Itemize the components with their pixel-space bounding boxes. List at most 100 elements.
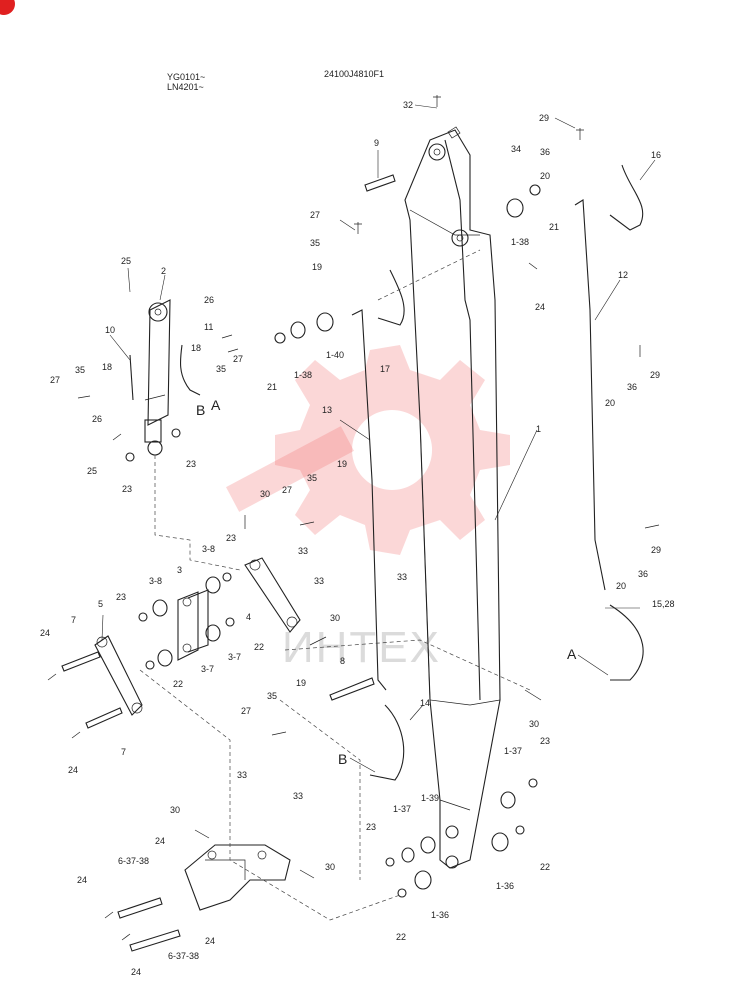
label-22b: 22 bbox=[173, 679, 183, 689]
label-7b: 7 bbox=[121, 747, 126, 757]
bushing-1-37 bbox=[500, 791, 516, 809]
label-27d: 27 bbox=[282, 485, 292, 495]
label-23e: 23 bbox=[540, 736, 550, 746]
label-30e: 30 bbox=[325, 862, 335, 872]
link-4 bbox=[244, 557, 301, 633]
label-16: 16 bbox=[651, 150, 661, 160]
label-30d: 30 bbox=[170, 805, 180, 815]
washer-22d bbox=[397, 888, 407, 898]
watermark-gear-logo bbox=[226, 345, 510, 555]
label-23c: 23 bbox=[226, 533, 236, 543]
pipe-12 bbox=[574, 199, 606, 591]
label-24f: 24 bbox=[205, 936, 215, 946]
washer-23 bbox=[171, 428, 181, 438]
label-A-upper: A bbox=[211, 397, 221, 413]
hose-11 bbox=[179, 344, 201, 396]
label-30: 30 bbox=[260, 489, 270, 499]
label-1-39: 1-39 bbox=[421, 793, 439, 803]
label-22: 22 bbox=[254, 642, 264, 652]
label-30c: 30 bbox=[529, 719, 539, 729]
label-34: 34 bbox=[511, 144, 521, 154]
label-36c: 36 bbox=[638, 569, 648, 579]
label-19b: 19 bbox=[337, 459, 347, 469]
bucket-bracket bbox=[184, 844, 291, 911]
label-3-8: 3-8 bbox=[202, 544, 215, 554]
label-2: 2 bbox=[161, 266, 166, 276]
label-29b: 29 bbox=[650, 370, 660, 380]
label-1-38b: 1-38 bbox=[294, 370, 312, 380]
washer-21b bbox=[274, 332, 286, 344]
label-20c: 20 bbox=[616, 581, 626, 591]
label-24: 24 bbox=[535, 302, 545, 312]
label-19: 19 bbox=[312, 262, 322, 272]
washer-22c bbox=[515, 825, 525, 835]
label-12: 12 bbox=[618, 270, 628, 280]
label-20b: 20 bbox=[605, 398, 615, 408]
label-3: 3 bbox=[177, 565, 182, 575]
pin-7-lower bbox=[85, 707, 123, 729]
label-23: 23 bbox=[186, 459, 196, 469]
label-25b: 25 bbox=[87, 466, 97, 476]
bushing-1-39 bbox=[420, 836, 436, 854]
label-32: 32 bbox=[403, 100, 413, 110]
label-23b: 23 bbox=[122, 484, 132, 494]
label-3-8b: 3-8 bbox=[149, 576, 162, 586]
label-7: 7 bbox=[71, 615, 76, 625]
label-24d: 24 bbox=[155, 836, 165, 846]
label-4: 4 bbox=[246, 612, 251, 622]
label-11: 11 bbox=[204, 322, 213, 332]
label-24b: 24 bbox=[40, 628, 50, 638]
washer-23f bbox=[385, 857, 395, 867]
part-labels: 32 29 34 36 9 16 20 21 1-38 27 35 24 19 … bbox=[40, 100, 675, 977]
washer-21 bbox=[529, 184, 541, 196]
label-36b: 36 bbox=[627, 382, 637, 392]
label-14: 14 bbox=[420, 698, 430, 708]
boom-cylinder bbox=[144, 299, 171, 456]
label-33e: 33 bbox=[293, 791, 303, 801]
label-27c: 27 bbox=[233, 354, 243, 364]
ref-line-1 bbox=[377, 249, 481, 301]
serial-range-2: LN4201~ bbox=[167, 82, 204, 92]
label-29: 29 bbox=[539, 113, 549, 123]
label-29c: 29 bbox=[651, 545, 661, 555]
label-25: 25 bbox=[121, 256, 131, 266]
bushing-3-7b bbox=[157, 649, 173, 667]
bushing-1-38 bbox=[290, 321, 306, 339]
pin-8 bbox=[329, 677, 375, 701]
label-13: 13 bbox=[322, 405, 332, 415]
label-20: 20 bbox=[540, 171, 550, 181]
label-35e: 35 bbox=[267, 691, 277, 701]
label-17: 17 bbox=[380, 364, 390, 374]
label-35b: 35 bbox=[75, 365, 85, 375]
label-1-37: 1-37 bbox=[504, 746, 522, 756]
bushing-1-37b bbox=[401, 847, 415, 863]
ref-line-2 bbox=[284, 639, 531, 691]
label-1-37b: 1-37 bbox=[393, 804, 411, 814]
label-6-37-38b: 6-37-38 bbox=[168, 951, 199, 961]
washer-23d bbox=[138, 612, 148, 622]
label-18: 18 bbox=[102, 362, 112, 372]
label-22c: 22 bbox=[540, 862, 550, 872]
label-5: 5 bbox=[98, 599, 103, 609]
boom-assembly bbox=[404, 126, 501, 869]
link-5 bbox=[94, 635, 143, 716]
label-A-lower: A bbox=[567, 646, 577, 662]
label-21: 21 bbox=[549, 222, 559, 232]
ref-line-5 bbox=[279, 699, 361, 880]
washer-23e bbox=[528, 778, 538, 788]
label-B-upper: B bbox=[196, 402, 205, 418]
bushing-3-8 bbox=[205, 576, 221, 594]
washer-22 bbox=[225, 617, 235, 627]
label-19c: 19 bbox=[296, 678, 306, 688]
label-10: 10 bbox=[105, 325, 115, 335]
bushing-1-36b bbox=[414, 870, 432, 890]
label-6-37-38: 6-37-38 bbox=[118, 856, 149, 866]
bushing-3-8b bbox=[152, 599, 168, 617]
pin-6-lower bbox=[129, 929, 181, 952]
label-1-40: 1-40 bbox=[326, 350, 344, 360]
pin-6-upper bbox=[117, 897, 163, 919]
hose-14 bbox=[369, 704, 405, 781]
label-35c: 35 bbox=[216, 364, 226, 374]
label-23d: 23 bbox=[116, 592, 126, 602]
